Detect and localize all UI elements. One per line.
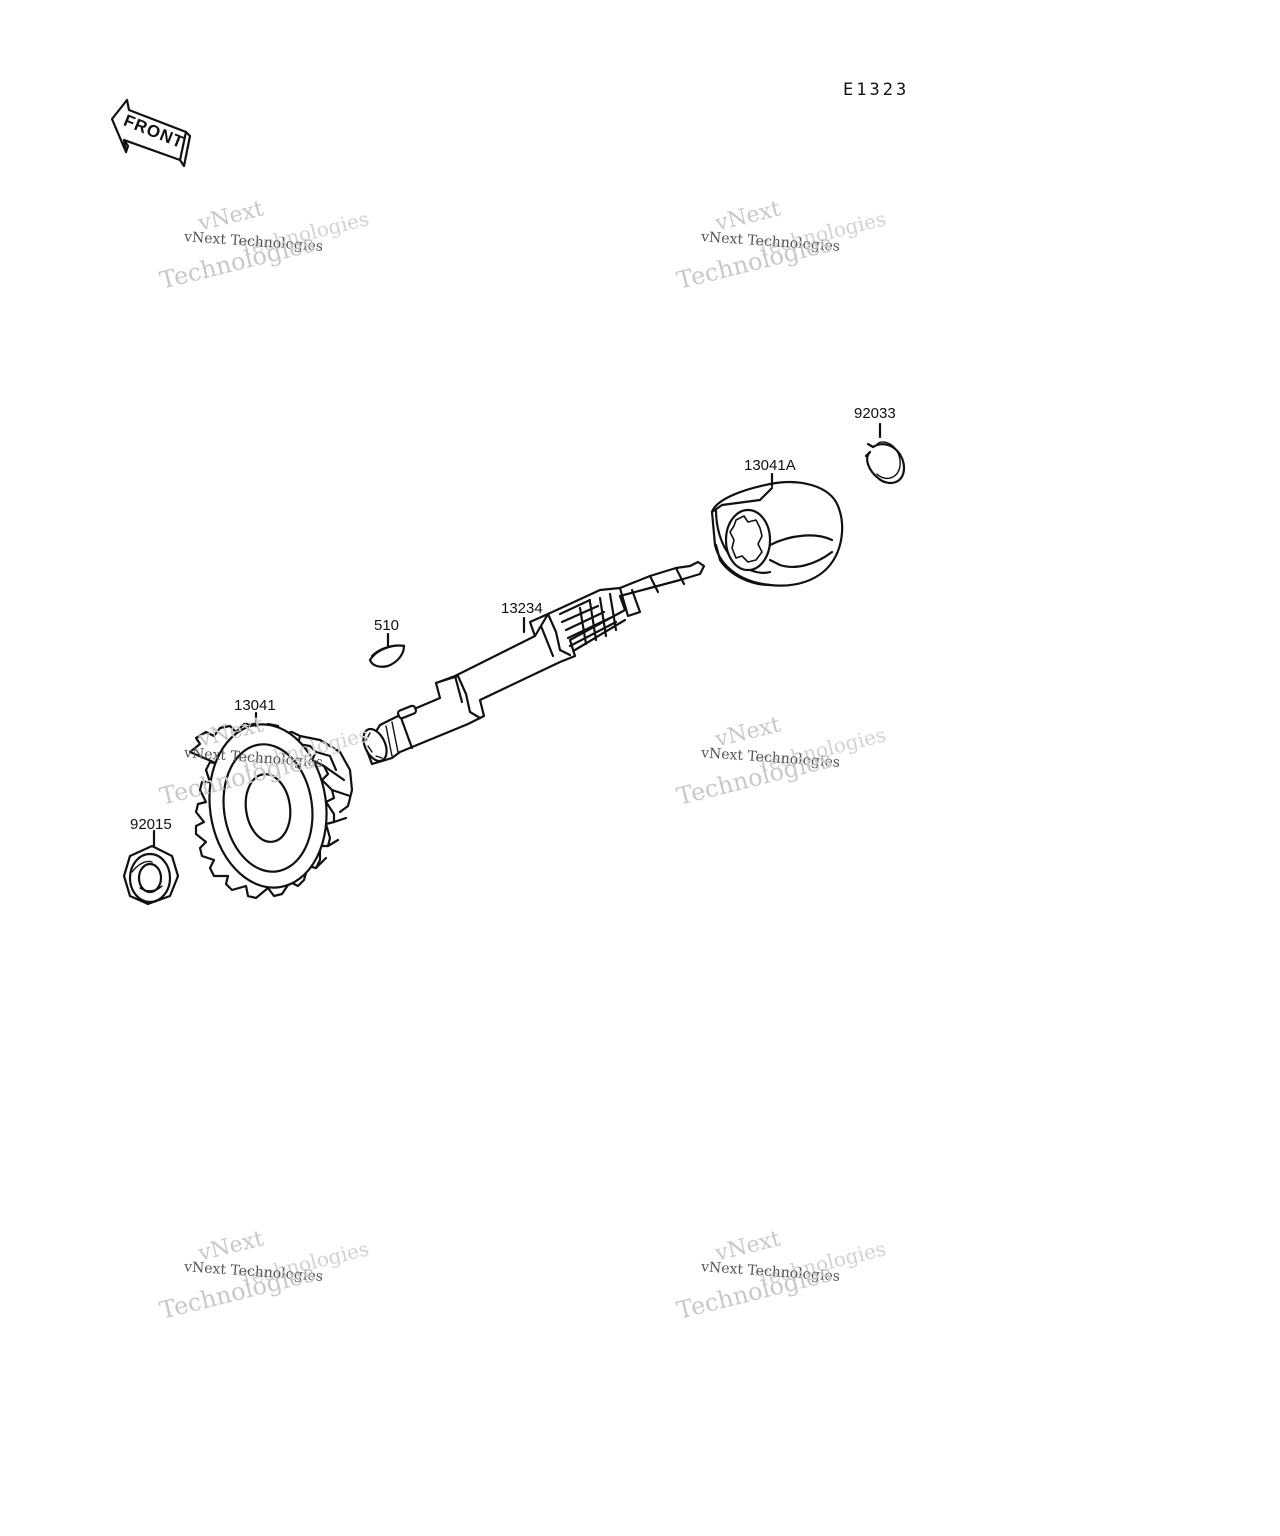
callout-13041: 13041 (234, 697, 276, 714)
callout-13041A: 13041A (744, 457, 796, 474)
callout-13234: 13234 (501, 600, 543, 617)
nut-92015 (122, 829, 180, 906)
front-arrow-icon (110, 98, 192, 168)
gear-13041 (188, 711, 354, 900)
callout-92033: 92033 (854, 405, 896, 422)
watermark: vNext Technologies vNext Technologies Te… (674, 712, 905, 826)
circlip-92033 (864, 422, 906, 485)
gear-13041A (710, 472, 844, 587)
watermark: vNext Technologies vNext Technologies Te… (157, 196, 388, 310)
key-510 (368, 632, 406, 668)
callout-92015: 92015 (130, 816, 172, 833)
shaft-13234 (362, 560, 706, 766)
diagram-code: E1323 (843, 80, 910, 100)
callout-510: 510 (374, 617, 400, 634)
watermark: vNext Technologies vNext Technologies Te… (157, 712, 388, 826)
watermark: vNext Technologies vNext Technologies Te… (157, 1226, 388, 1340)
watermark: vNext Technologies vNext Technologies Te… (674, 1226, 905, 1340)
watermark: vNext Technologies vNext Technologies Te… (674, 196, 905, 310)
